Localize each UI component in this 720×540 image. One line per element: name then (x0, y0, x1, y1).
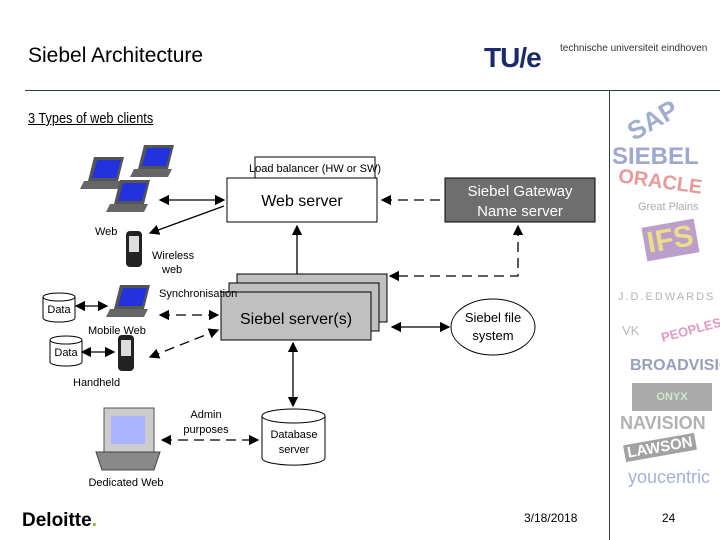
laptop-icon (80, 157, 124, 189)
ifs-logo: IFS (641, 218, 700, 262)
onyx-logo: ONYX (632, 383, 712, 411)
wireless-label-2: web (161, 264, 182, 276)
web-server-label: Web server (261, 193, 343, 210)
data-cylinder-icon (42, 292, 76, 323)
section-heading: 3 Types of web clients (28, 110, 154, 127)
siebel-server-label: Siebel server(s) (240, 311, 352, 328)
handheld-label: Handheld (73, 377, 120, 389)
header-divider (25, 90, 720, 91)
peoplesoft-logo: PEOPLESOFT (659, 307, 720, 346)
architecture-diagram: Load balancer (HW or SW) Web server Sieb… (42, 145, 596, 489)
web-label: Web (95, 226, 117, 238)
admin-label-2: purposes (183, 424, 229, 436)
file-system-label-1: Siebel file (465, 310, 521, 325)
jd-edwards-logo: J.D.EDWARDS (618, 291, 716, 303)
tue-logo: TU/e (484, 42, 542, 73)
gateway-siebel-arrow (388, 224, 524, 282)
vk-logo: VK (622, 323, 640, 338)
page-title: Siebel Architecture (28, 44, 204, 67)
database-label-2: server (279, 444, 310, 456)
great-plains-logo: Great Plains (638, 201, 699, 213)
laptop-icon (130, 145, 174, 177)
siebel-server-box (220, 291, 372, 341)
handheld-icon (118, 335, 134, 371)
phone-icon (126, 231, 142, 267)
database-cylinder-icon (261, 408, 326, 466)
handheld-arrow (148, 328, 220, 359)
brand-name: Deloitte (22, 510, 92, 531)
wireless-label-1: Wireless (152, 250, 195, 262)
file-system-ellipse (450, 298, 536, 356)
gateway-label-2: Name server (477, 203, 563, 220)
web-server-box (226, 177, 378, 223)
file-system-label-2: system (472, 328, 513, 343)
navision-logo: NAVISION (620, 413, 706, 433)
database-label-1: Database (270, 429, 317, 441)
desktop-computer-icon (95, 407, 161, 471)
slide-date: 3/18/2018 (524, 511, 578, 525)
data-label-1: Data (47, 304, 71, 316)
sidebar-divider (609, 90, 610, 540)
page-number: 24 (662, 511, 676, 525)
mobile-web-label: Mobile Web (88, 325, 146, 337)
laptop-icon (106, 285, 150, 317)
siebel-logo: SIEBEL (612, 143, 699, 170)
gateway-box (444, 177, 596, 223)
lawson-logo: LAWSON (623, 432, 697, 463)
sap-logo: SAP (621, 93, 684, 147)
gateway-label-1: Siebel Gateway (467, 183, 573, 200)
vendor-logos: SAP SIEBEL ORACLE Great Plains IFS J.D.E… (612, 93, 720, 500)
data-label-2: Data (54, 347, 78, 359)
youcentric-logo: youcentric (628, 467, 711, 487)
wireless-arrow (148, 205, 225, 235)
tue-logo-subtitle: technische universiteit eindhoven (560, 43, 708, 54)
synchronisation-label: Synchronisation (159, 288, 237, 300)
deloitte-logo: Deloitte. (22, 510, 97, 532)
load-balancer-label: Load balancer (HW or SW) (249, 163, 381, 175)
brand-dot: . (91, 510, 97, 531)
admin-label-1: Admin (190, 409, 221, 421)
dedicated-web-label: Dedicated Web (88, 477, 163, 489)
data-cylinder-icon (49, 335, 83, 367)
